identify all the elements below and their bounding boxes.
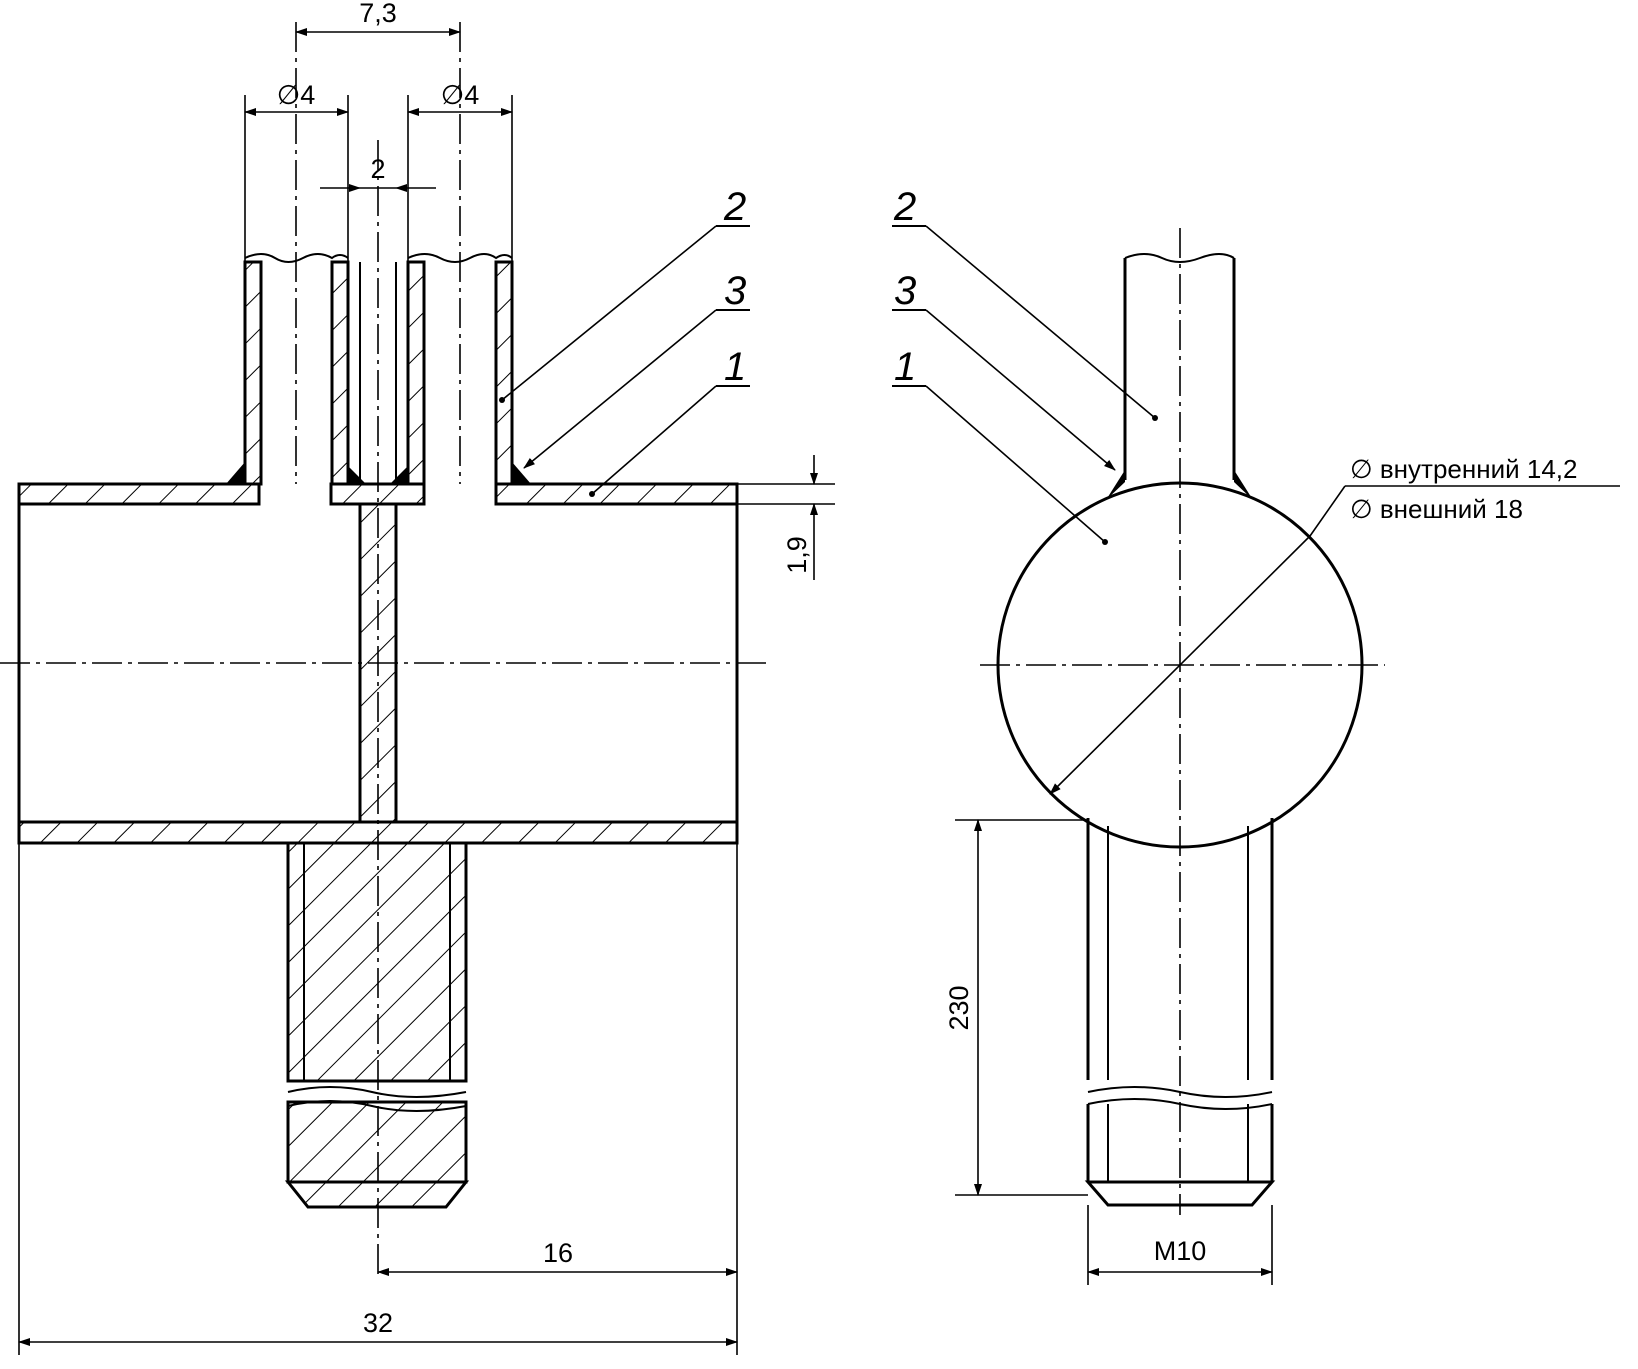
right-tube-inner-wall bbox=[406, 260, 426, 486]
callout-1-left: 1 bbox=[724, 345, 746, 389]
callout-1-right: 1 bbox=[894, 345, 916, 389]
dim-text-dia-left: ∅4 bbox=[277, 80, 316, 110]
dim-line-diameter bbox=[1049, 535, 1311, 795]
weld-center-right bbox=[390, 466, 408, 484]
right-tube-outer-wall bbox=[494, 260, 514, 486]
lower-rod-chamfer bbox=[1084, 1180, 1276, 1207]
section-view: 7,3 ∅4 ∅4 2 1,9 16 32 2 3 1 bbox=[0, 0, 835, 1355]
tube-break-line-right bbox=[407, 253, 513, 263]
leader-3-right bbox=[925, 309, 1116, 471]
dim-text-16: 16 bbox=[543, 1238, 573, 1268]
side-view: ∅ внутренний 14,2 ∅ внешний 18 230 M10 2… bbox=[892, 185, 1620, 1285]
callout-2-left: 2 bbox=[723, 185, 746, 229]
left-tube-outer-wall bbox=[243, 260, 263, 486]
diameter-inner-note: ∅ внутренний 14,2 bbox=[1350, 454, 1577, 484]
dim-text-7-3: 7,3 bbox=[359, 0, 397, 28]
top-wall-left bbox=[17, 482, 261, 506]
dim-text-m10: M10 bbox=[1154, 1236, 1207, 1266]
callout-2-right: 2 bbox=[893, 185, 916, 229]
callout-3-right: 3 bbox=[894, 269, 916, 313]
leader-1-left bbox=[591, 385, 717, 495]
dim-text-1-9: 1,9 bbox=[782, 536, 812, 574]
leader-2-left bbox=[501, 225, 717, 401]
leader-3-left bbox=[523, 309, 717, 469]
weld-center-left bbox=[348, 466, 366, 484]
left-tube-inner-wall bbox=[330, 260, 350, 486]
leader-1-right bbox=[925, 385, 1106, 543]
dim-text-dia-right: ∅4 bbox=[441, 80, 480, 110]
diameter-outer-note: ∅ внешний 18 bbox=[1350, 494, 1523, 524]
callout-3-left: 3 bbox=[724, 269, 746, 313]
dim-text-230: 230 bbox=[944, 985, 974, 1030]
dim-text-32: 32 bbox=[363, 1308, 393, 1338]
leader-2-right bbox=[925, 225, 1156, 419]
dim-text-2: 2 bbox=[370, 154, 385, 184]
rod-break-line bbox=[287, 1086, 467, 1098]
tube-break-line-left bbox=[244, 253, 349, 263]
weld-side-right bbox=[1234, 470, 1253, 500]
top-wall-right bbox=[494, 482, 739, 506]
weld-left bbox=[226, 462, 245, 484]
threaded-rod-lower bbox=[286, 1100, 468, 1184]
weld-side-left bbox=[1106, 470, 1125, 500]
rod-chamfer bbox=[284, 1180, 470, 1209]
weld-right bbox=[512, 462, 531, 484]
upper-tube-break-line bbox=[1124, 253, 1235, 263]
threaded-rod-upper bbox=[286, 841, 468, 1083]
